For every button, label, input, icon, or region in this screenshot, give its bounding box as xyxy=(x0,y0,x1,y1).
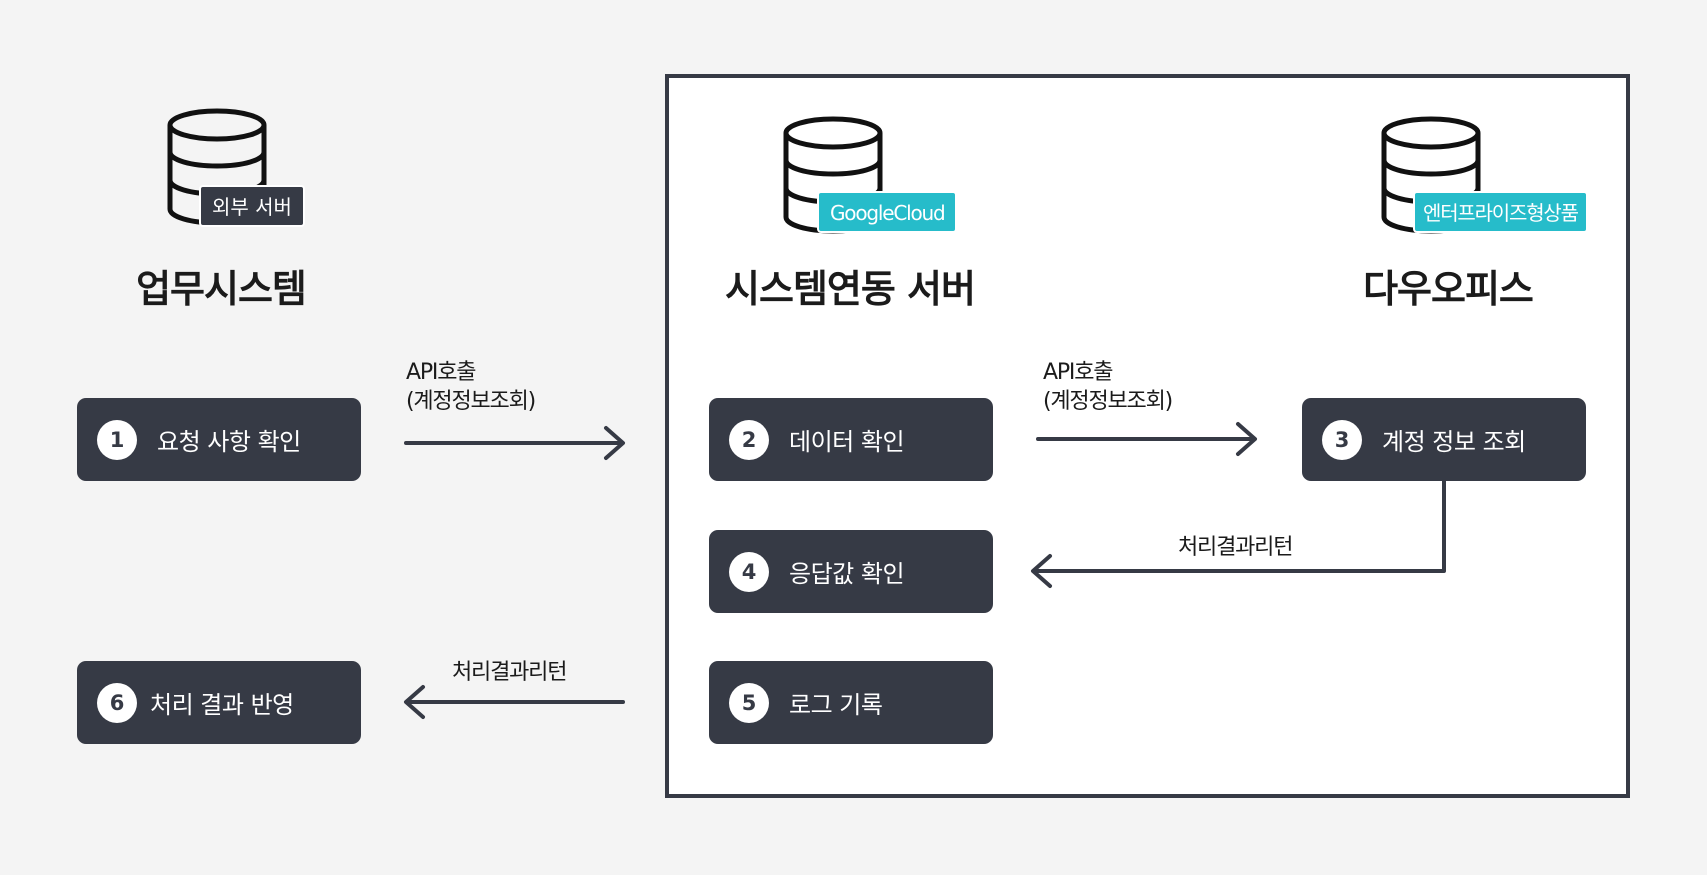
edge-label-api-call-2: API호출 (계정정보조회) xyxy=(1043,360,1173,414)
integration-server-title: 시스템연동 서버 xyxy=(725,267,976,311)
step-6-apply-result[interactable]: 6 처리 결과 반영 xyxy=(77,661,361,744)
external-server-badge: 외부 서버 xyxy=(199,185,305,227)
step-label: 처리 결과 반영 xyxy=(150,691,294,719)
step-label: 계정 정보 조회 xyxy=(1382,428,1526,456)
business-system-title: 업무시스템 xyxy=(136,267,307,311)
step-number: 4 xyxy=(729,551,769,592)
arrow-step3-to-step4 xyxy=(1031,479,1446,588)
edge-label-result-return-1: 처리결과리턴 xyxy=(1178,535,1293,560)
step-5-log-record[interactable]: 5 로그 기록 xyxy=(709,661,993,744)
step-3-account-lookup[interactable]: 3 계정 정보 조회 xyxy=(1302,398,1586,481)
daou-office-title: 다우오피스 xyxy=(1363,267,1534,311)
daou-office-database: 엔터프라이즈형상품 xyxy=(1381,115,1588,255)
step-number: 3 xyxy=(1322,419,1362,460)
step-label: 요청 사항 확인 xyxy=(157,428,301,456)
step-2-data-check[interactable]: 2 데이터 확인 xyxy=(709,398,993,481)
business-system-database: 외부 서버 xyxy=(167,107,305,247)
arrow-step5-to-step6 xyxy=(404,685,625,719)
integration-server-database: GoogleCloud xyxy=(783,115,958,255)
arrow-step1-to-step2 xyxy=(404,426,625,460)
step-number: 2 xyxy=(729,419,769,460)
step-label: 로그 기록 xyxy=(789,691,883,719)
arrow-step2-to-step3 xyxy=(1036,422,1257,456)
step-number: 1 xyxy=(97,419,137,460)
step-label: 데이터 확인 xyxy=(789,428,905,456)
edge-label-api-call-1: API호출 (계정정보조회) xyxy=(406,360,536,414)
edge-label-result-return-2: 처리결과리턴 xyxy=(452,660,567,685)
step-number: 6 xyxy=(97,682,137,723)
step-4-response-check[interactable]: 4 응답값 확인 xyxy=(709,530,993,613)
enterprise-product-badge: 엔터프라이즈형상품 xyxy=(1413,191,1588,233)
step-1-request-check[interactable]: 1 요청 사항 확인 xyxy=(77,398,361,481)
step-label: 응답값 확인 xyxy=(789,560,905,588)
step-number: 5 xyxy=(729,682,769,723)
google-cloud-badge: GoogleCloud xyxy=(817,191,958,233)
